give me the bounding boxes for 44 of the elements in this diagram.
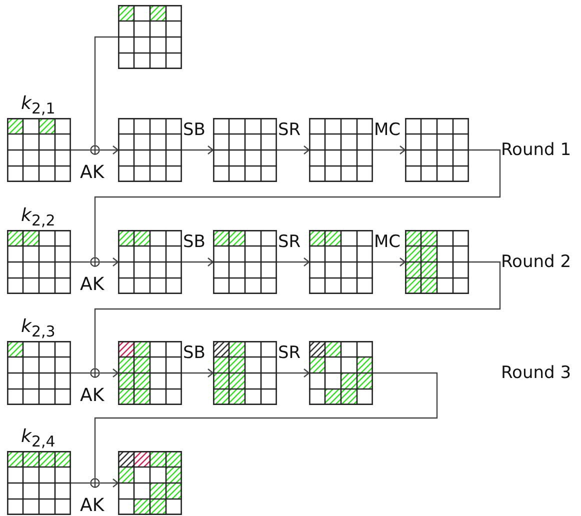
connector-line — [71, 149, 90, 151]
state-grid — [118, 341, 182, 405]
arrow — [277, 257, 310, 267]
connector-line — [94, 149, 501, 257]
state-grid — [309, 230, 373, 294]
xor-symbol — [90, 478, 100, 488]
state-grid — [213, 230, 277, 294]
arrow — [373, 145, 406, 155]
state-grid — [309, 118, 373, 182]
xor-symbol — [90, 257, 100, 267]
round-label: Round 3 — [501, 363, 572, 383]
state-grid — [309, 341, 373, 405]
connector-line — [94, 36, 118, 145]
arrow — [100, 478, 119, 488]
state-grid — [213, 341, 277, 405]
state-grid — [118, 118, 182, 182]
state-grid — [405, 230, 469, 294]
arrow — [182, 257, 214, 267]
arrow — [182, 368, 214, 378]
state-grid — [405, 118, 469, 182]
key-label: k$_{2,4}$ — [21, 427, 56, 452]
connector-line — [71, 372, 90, 374]
arrow — [277, 145, 310, 155]
key-label: k$_{2,2}$ — [21, 206, 56, 231]
state-grid — [118, 230, 182, 294]
state-grid — [118, 451, 182, 515]
round-label: Round 2 — [501, 252, 572, 272]
connector-line — [94, 372, 438, 478]
arrow — [100, 145, 119, 155]
state-grid — [118, 5, 182, 69]
arrow — [182, 145, 214, 155]
xor-symbol — [90, 368, 100, 378]
arrow — [373, 257, 406, 267]
state-grid — [213, 118, 277, 182]
round-label: Round 1 — [501, 140, 572, 160]
connector-line — [71, 261, 90, 263]
key-label: k$_{2,3}$ — [21, 317, 56, 342]
arrow — [100, 368, 119, 378]
xor-symbol — [90, 145, 100, 155]
connector-line — [94, 261, 501, 368]
arrow — [100, 257, 119, 267]
connector-line — [71, 482, 90, 484]
key-label: k$_{2,1}$ — [21, 94, 56, 119]
arrow — [277, 368, 310, 378]
